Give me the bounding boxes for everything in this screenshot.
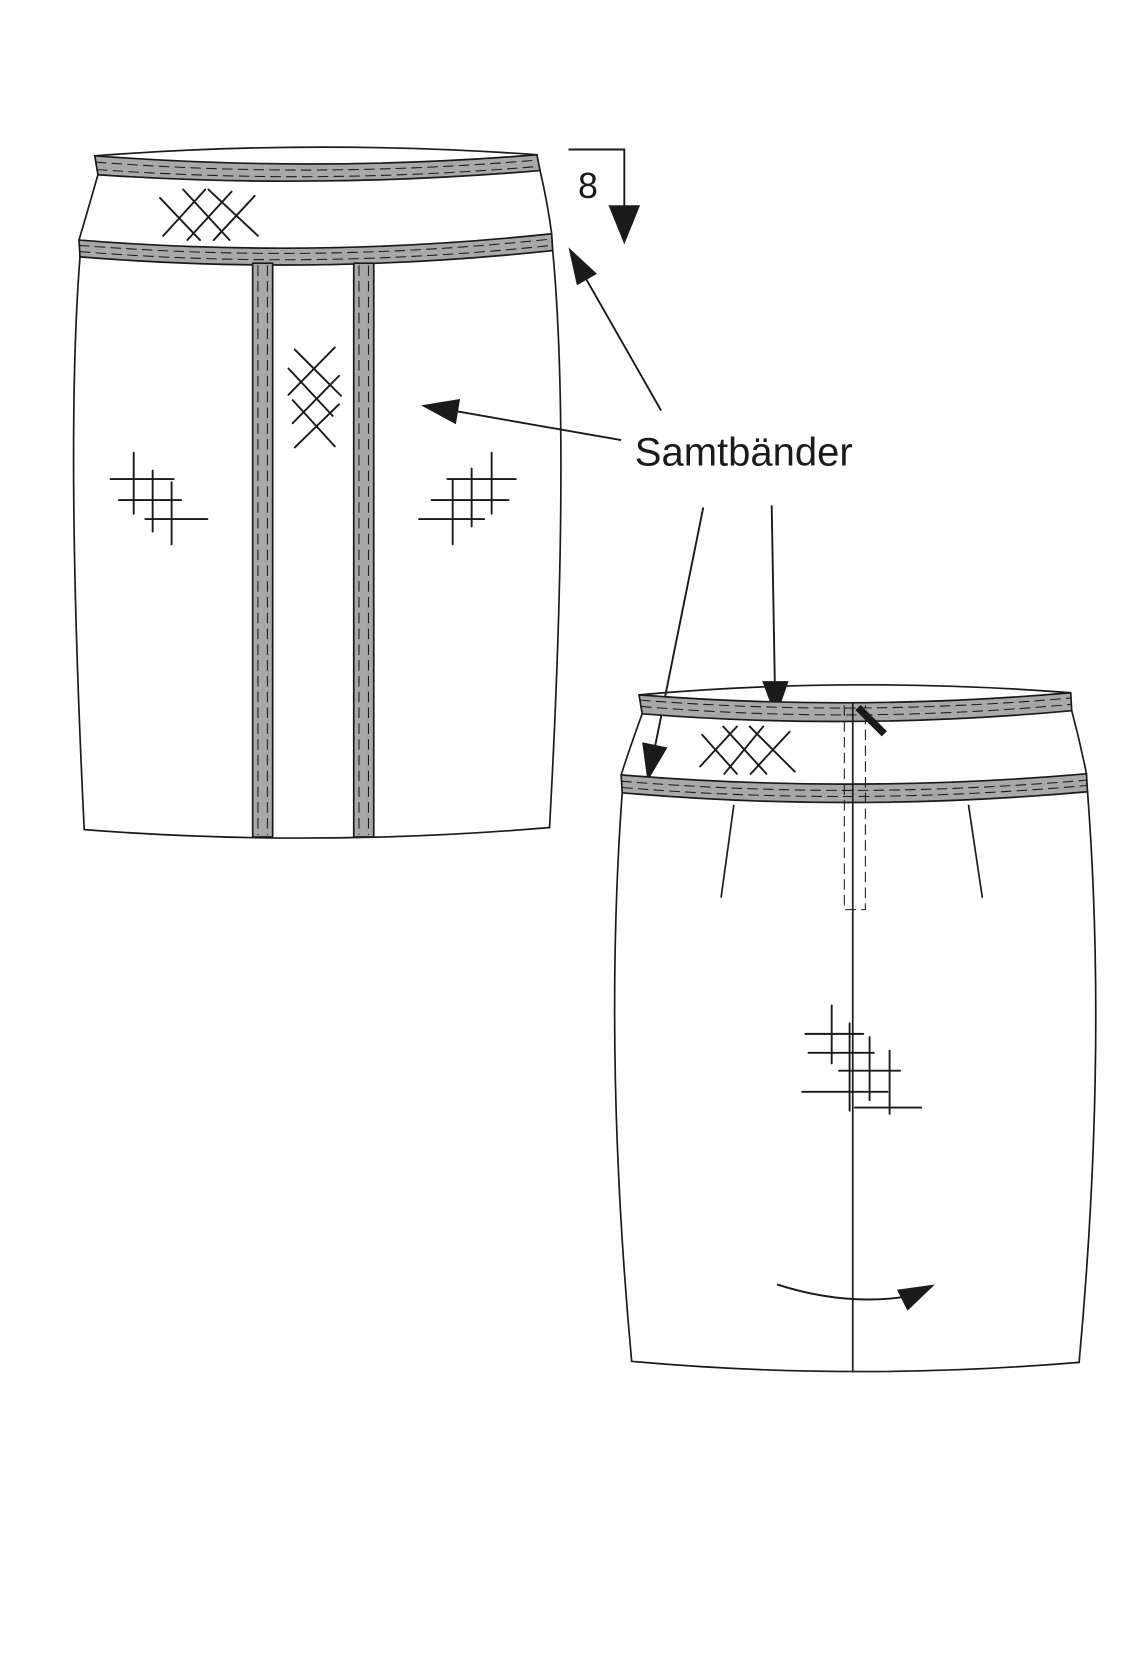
back-left-side-seam: [613, 791, 633, 1363]
front-skirt: [72, 146, 562, 839]
back-waistband-velvet-ribbon: [638, 691, 1073, 723]
front-yoke-seam-stitching: [79, 244, 553, 261]
front-waistband-stitching: [96, 165, 540, 178]
callout-label: Samtbänder: [635, 430, 853, 474]
front-waistband-velvet-ribbon: [93, 153, 541, 183]
velvet-ribbon-callout: Samtbänder: [421, 247, 853, 782]
back-fabric-grid: [801, 1004, 923, 1115]
front-waistband-stitching: [95, 159, 539, 171]
back-waistband-stitching: [640, 697, 1071, 709]
back-yoke-left-side: [620, 712, 644, 776]
front-waist-edge: [93, 146, 538, 157]
fold-direction-curve: [776, 1283, 904, 1301]
back-yoke-fabric-hatch: [699, 725, 796, 775]
arrowhead-icon: [421, 399, 461, 425]
down-arrow-icon: [608, 205, 641, 245]
back-right-dart: [967, 804, 984, 898]
front-yoke-fabric-hatch: [159, 188, 259, 241]
back-right-side-seam: [1078, 790, 1097, 1364]
arrowhead-icon: [568, 247, 597, 286]
front-right-side-seam: [548, 249, 562, 829]
callout-leader-front-panel: [452, 409, 622, 442]
back-hem: [630, 1360, 1080, 1373]
front-yoke-seam-stitching: [78, 238, 552, 254]
back-yoke-right-side: [1070, 709, 1088, 775]
back-yoke-seam-stitching: [622, 784, 1088, 798]
step-marker: 8: [568, 148, 641, 245]
back-left-dart: [720, 804, 735, 898]
front-left-fabric-grid: [109, 451, 209, 546]
callout-leader-front-yoke: [583, 275, 662, 412]
step-marker-bracket: [568, 148, 626, 211]
back-skirt: [613, 683, 1097, 1373]
zipper-stitching: [843, 705, 866, 911]
back-waist-edge: [638, 683, 1072, 696]
step-number: 8: [578, 166, 598, 206]
back-yoke-seam-velvet-ribbon: [620, 772, 1089, 804]
front-yoke-right-side: [539, 169, 553, 235]
front-hem: [83, 826, 551, 839]
fold-direction-arrow: [776, 1283, 935, 1311]
front-yoke-left-side: [78, 173, 99, 241]
back-waistband-stitching: [641, 703, 1072, 716]
zipper-pull-icon: [855, 704, 887, 737]
front-yoke-seam-velvet-ribbon: [78, 232, 554, 266]
front-right-velvet-strip: [352, 262, 375, 838]
arrowhead-icon: [642, 742, 668, 782]
front-left-side-seam: [72, 256, 86, 831]
curved-arrowhead-icon: [896, 1284, 935, 1311]
front-left-velvet-strip: [251, 262, 274, 838]
back-yoke-seam-stitching: [621, 779, 1087, 791]
arrowhead-icon: [762, 681, 789, 719]
callout-leader-back-waistband: [770, 505, 776, 685]
front-center-panel-fabric-hatch: [287, 346, 343, 449]
front-right-fabric-grid: [418, 451, 517, 546]
